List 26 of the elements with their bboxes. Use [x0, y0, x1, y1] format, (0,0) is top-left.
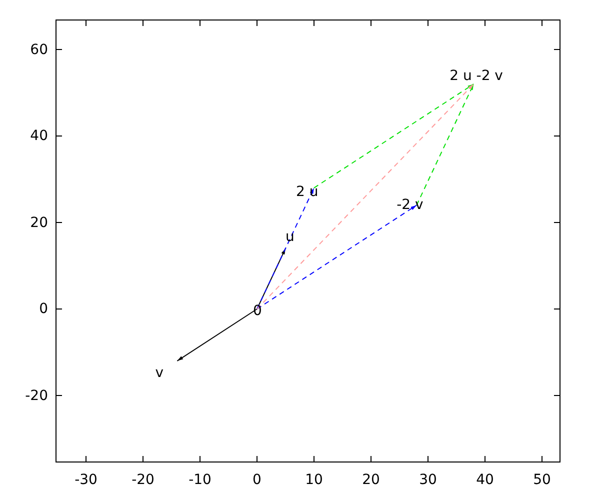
vector-arrow	[416, 84, 474, 206]
x-tick-label: -20	[130, 472, 156, 488]
point-label: 0	[253, 303, 262, 319]
y-tick-label: 60	[30, 42, 48, 58]
y-tick-label: 0	[39, 301, 48, 317]
point-label: u	[286, 229, 294, 246]
vector-arrow	[256, 204, 418, 310]
point-label: 2 u -2 v	[450, 68, 503, 84]
x-tick-label: 40	[475, 472, 495, 488]
y-tick-label: 20	[30, 214, 48, 230]
point-label: -2 v	[396, 197, 424, 214]
vector-arrow	[256, 84, 474, 310]
x-tick-label: -30	[74, 472, 98, 488]
x-tick-label: 50	[532, 472, 552, 488]
x-tick-label: 20	[361, 472, 381, 488]
x-tick-label: -10	[188, 472, 212, 488]
y-tick-label: 40	[30, 128, 48, 144]
vector-arrow	[176, 308, 258, 362]
point-label: v	[155, 364, 164, 381]
x-tick-label: 10	[304, 472, 324, 488]
vector-arrow	[314, 84, 474, 188]
x-tick-label: 0	[252, 472, 262, 488]
vector-arrow	[256, 187, 314, 310]
y-tick-label: -20	[25, 388, 48, 404]
x-tick-label: 30	[418, 472, 438, 488]
point-label: 2 u	[296, 184, 318, 200]
